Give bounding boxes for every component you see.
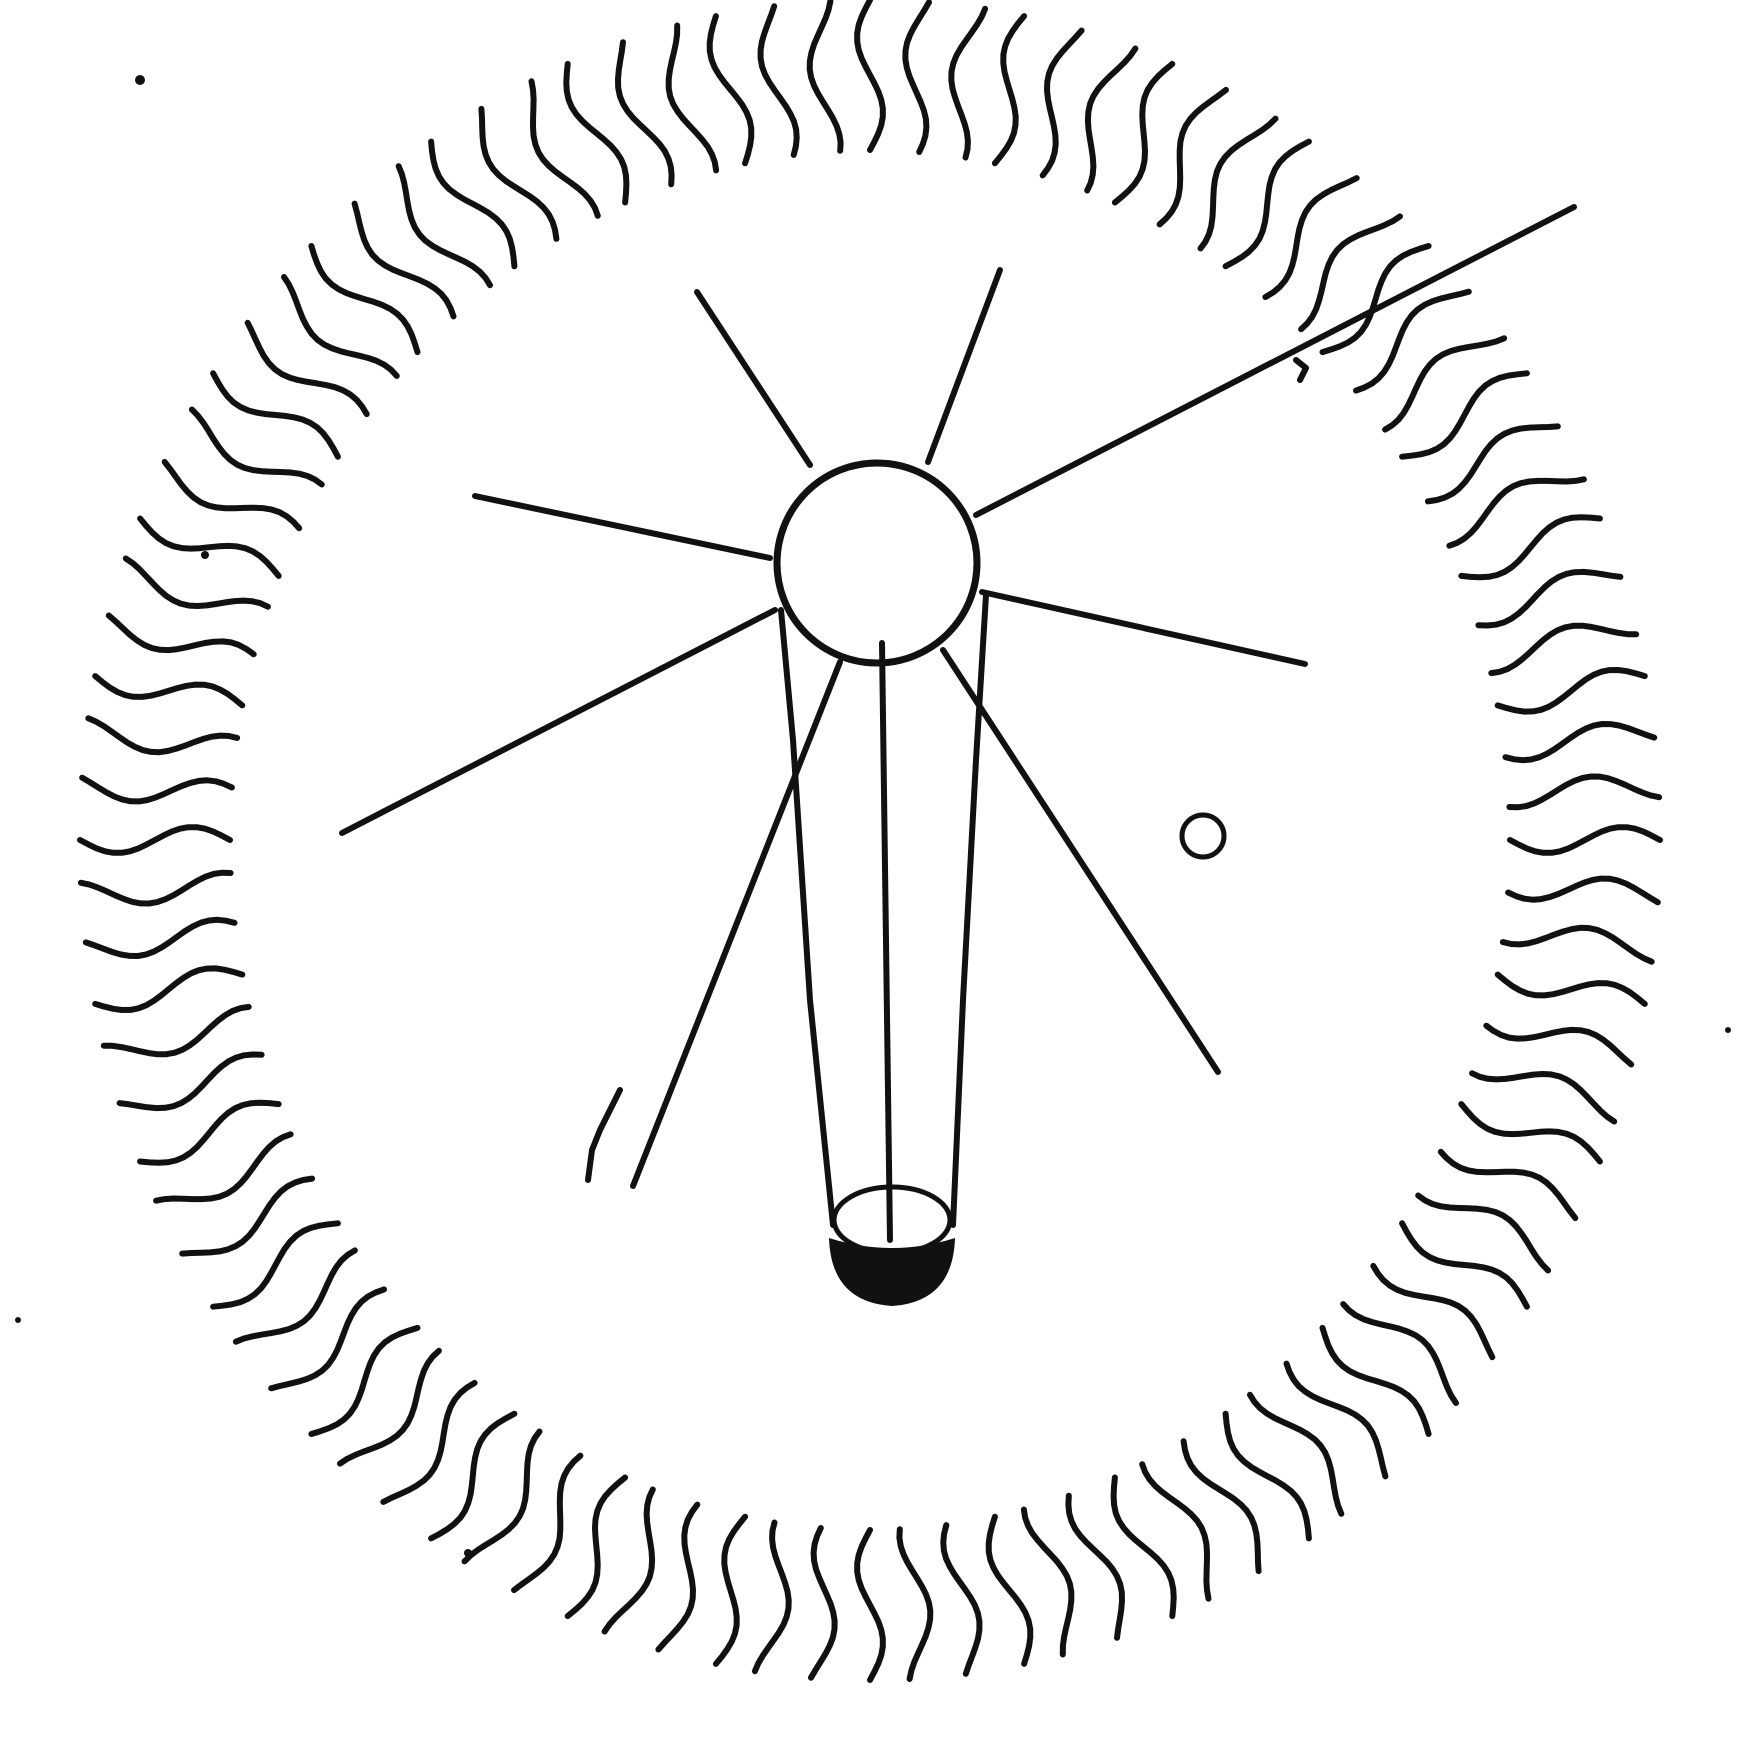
wavy-stroke (140, 1103, 279, 1163)
wavy-stroke (1115, 64, 1172, 203)
wavy-stroke (82, 778, 232, 802)
wavy-stroke (1472, 1073, 1614, 1121)
speck-right (1725, 1027, 1731, 1033)
wavy-stroke (811, 1528, 835, 1678)
central-column (781, 595, 986, 1240)
wavy-stroke (86, 920, 235, 956)
wavy-stroke (810, 1, 841, 151)
speck-lower-left (15, 1317, 21, 1323)
base-bowl-fill (829, 1238, 955, 1306)
wavy-stroke (943, 1525, 979, 1674)
scribble-lower-left (588, 1090, 620, 1180)
wavy-stroke (716, 1517, 745, 1664)
central-orb (777, 463, 977, 663)
wavy-stroke (431, 142, 514, 267)
wavy-stroke (80, 827, 230, 853)
wavy-stroke (95, 676, 242, 705)
wavy-stroke (1461, 517, 1600, 577)
wavy-stroke (1068, 1496, 1122, 1638)
wavy-stroke (1323, 1328, 1429, 1434)
wavy-stroke (905, 2, 929, 152)
wavy-stroke (109, 616, 254, 655)
ray-right (982, 592, 1305, 664)
ray-lower-right (943, 650, 1218, 1072)
column-center-rod (882, 643, 890, 1240)
ray-lower-left-steep (633, 662, 840, 1186)
wavy-stroke (1508, 879, 1658, 903)
wavy-stroke (1461, 1104, 1600, 1161)
wavy-stroke (1402, 373, 1527, 456)
wavy-ring (80, 0, 1660, 1680)
wavy-stroke (1506, 724, 1655, 760)
wavy-stroke (248, 323, 367, 414)
wavy-stroke (1503, 928, 1652, 962)
radiating-rays (342, 207, 1574, 1186)
speck-left (201, 551, 209, 559)
wavy-stroke (1498, 975, 1645, 1004)
wavy-stroke (1226, 1414, 1309, 1539)
wavy-stroke (140, 519, 279, 576)
wavy-stroke (658, 1505, 697, 1650)
scribble-upper-right (1296, 360, 1306, 380)
wavy-stroke (1265, 178, 1356, 297)
wavy-stroke (1486, 1026, 1631, 1065)
wavy-stroke (311, 1328, 417, 1434)
wavy-stroke (568, 1478, 625, 1617)
wavy-stroke (126, 559, 268, 607)
ray-lower-left (342, 610, 775, 833)
wavy-stroke (120, 1055, 262, 1109)
wavy-stroke (95, 968, 242, 1010)
ray-left (475, 496, 770, 558)
wavy-stroke (156, 1134, 291, 1200)
wavy-stroke (383, 1383, 474, 1502)
wavy-stroke (857, 1530, 883, 1680)
wavy-stroke (755, 1523, 789, 1672)
wavy-stroke (857, 0, 883, 150)
wavy-stroke (532, 81, 598, 216)
wavy-stroke (81, 873, 231, 904)
wavy-stroke (710, 16, 752, 163)
wavy-stroke (1491, 626, 1636, 673)
ray-upper-left (697, 292, 810, 465)
wavy-stroke (605, 1490, 653, 1632)
wavy-stroke (213, 1223, 338, 1306)
wavy-stroke (1498, 670, 1645, 712)
wavy-stroke (995, 16, 1024, 163)
wavy-stroke (88, 718, 237, 752)
wavy-stroke (951, 9, 985, 158)
ray-long-upper-right (976, 207, 1574, 515)
small-circle (1182, 815, 1224, 857)
wavy-stroke (1323, 246, 1429, 352)
wavy-stroke (1510, 827, 1660, 853)
wavy-stroke (618, 42, 672, 184)
wavy-stroke (1449, 479, 1584, 545)
wavy-stroke (1087, 49, 1135, 191)
wavy-stroke (1478, 572, 1620, 626)
wavy-stroke (1142, 1464, 1208, 1599)
wavy-stroke (104, 1007, 249, 1054)
wavy-stroke (899, 1529, 930, 1679)
speck-upper-left (135, 75, 145, 85)
wavy-stroke (989, 1517, 1031, 1664)
wavy-stroke (1373, 1266, 1492, 1357)
wavy-stroke (1509, 777, 1659, 808)
wavy-stroke (1043, 31, 1082, 176)
wavy-stroke (761, 6, 797, 155)
speck-bottom (464, 1549, 472, 1557)
wavy-stroke (311, 246, 417, 352)
ray-upper-right (928, 270, 1000, 462)
